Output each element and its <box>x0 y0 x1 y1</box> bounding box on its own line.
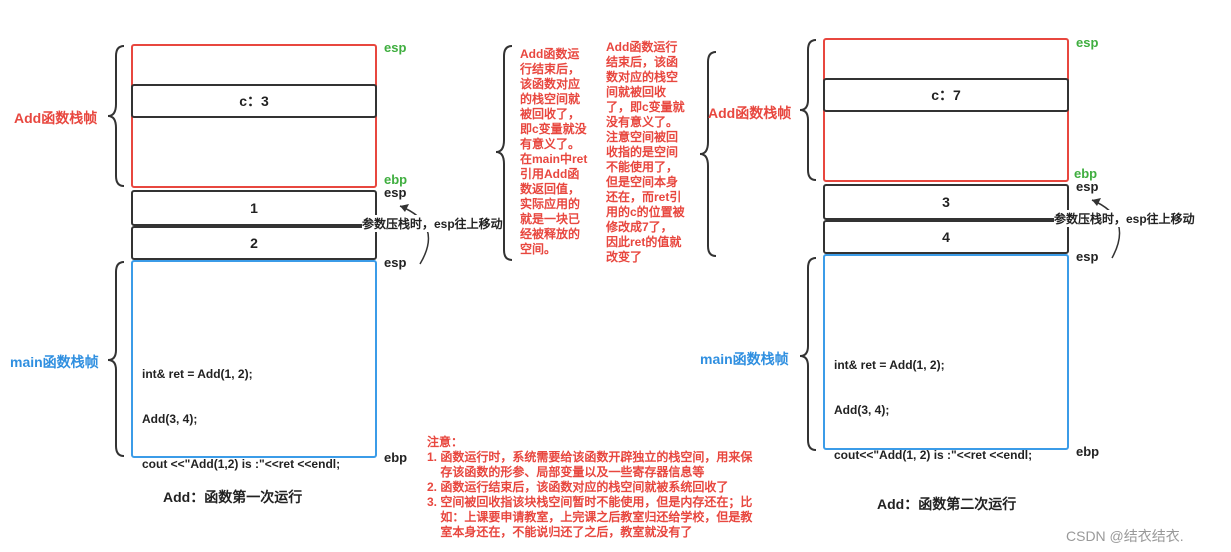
note-line: 数对应的栈空 <box>606 70 679 84</box>
notes-item: 存该函数的形参、局部变量以及一些寄存器信息等 <box>427 465 705 479</box>
right-arg1-slot: 3 <box>823 184 1069 220</box>
note-line: 因此ret的值就 <box>606 235 682 249</box>
left-add-brace <box>107 45 125 187</box>
note-line: 有意义了。 <box>520 137 581 151</box>
note-line: 了，即c变量就 <box>606 100 685 114</box>
left-var-c: c：3 <box>131 84 377 118</box>
right-ebp-mid-label: ebp <box>1074 166 1098 181</box>
right-ebp-bottom-label: ebp <box>1076 444 1100 459</box>
note-line: 被回收了， <box>520 107 581 121</box>
note-line: 引用Add函 <box>520 167 580 181</box>
note-line: 空间。 <box>520 242 557 256</box>
right-esp-mid-label: esp <box>1076 179 1099 194</box>
middle-note-col2: Add函数运行 结束后，该函 数对应的栈空 间就被回收 了，即c变量就 没有意义… <box>606 40 685 265</box>
middle-brace-2 <box>699 51 717 257</box>
notes-title: 注意： <box>427 435 464 449</box>
notes-item: 室本身还在，不能说归还了之后，教室就没有了 <box>427 525 693 539</box>
right-var-c: c：7 <box>823 78 1069 112</box>
note-line: 该函数对应 <box>520 77 581 91</box>
middle-note-col1: Add函数运 行结束后， 该函数对应 的栈空间就 被回收了， 即c变量就没 有意… <box>520 47 587 257</box>
note-line: 数返回值， <box>520 182 581 196</box>
note-line: 但是空间本身 <box>606 175 679 189</box>
right-add-frame-label: Add函数栈帧 <box>708 105 792 121</box>
right-main-frame-label: main函数栈帧 <box>700 351 789 367</box>
left-arg2-slot: 2 <box>131 226 377 260</box>
note-line: 间就被回收 <box>606 85 667 99</box>
note-line: 结束后，该函 <box>606 55 679 69</box>
left-ebp-mid-label: ebp <box>384 172 408 187</box>
bottom-notes: 注意： 1. 函数运行时，系统需要给该函数开辟独立的栈空间，用来保 存该函数的形… <box>427 435 752 540</box>
csdn-watermark: CSDN @结衣结衣. <box>1066 528 1184 544</box>
right-code-line: Add(3, 4); <box>834 403 890 417</box>
note-line: 改变了 <box>606 250 643 264</box>
note-line: 即c变量就没 <box>520 122 587 136</box>
left-arrow-head <box>400 204 409 212</box>
middle-brace-1 <box>495 45 513 261</box>
left-arg1-slot: 1 <box>131 190 377 226</box>
right-add-brace <box>799 39 817 181</box>
right-code-block: int& ret = Add(1, 2); Add(3, 4); cout<<"… <box>834 328 1032 493</box>
right-caption: Add：函数第二次运行 <box>877 496 1017 512</box>
note-line: Add函数运 <box>520 47 580 61</box>
right-arg2-slot: 4 <box>823 220 1069 254</box>
left-main-frame-label: main函数栈帧 <box>10 354 99 370</box>
note-line: 用的c的位置被 <box>606 205 685 219</box>
left-code-line: cout <<"Add(1,2) is :"<<ret <<endl; <box>142 457 341 471</box>
note-line: 修改成7了， <box>606 220 673 234</box>
note-line: 就是一块已 <box>520 212 581 226</box>
note-line: 还在，而ret引 <box>606 190 682 204</box>
left-main-brace <box>107 261 125 457</box>
note-line: 在main中ret <box>520 152 588 166</box>
right-code-line: int& ret = Add(1, 2); <box>834 358 945 372</box>
right-main-frame-box: int& ret = Add(1, 2); Add(3, 4); cout<<"… <box>823 254 1069 462</box>
notes-item: 2. 函数运行结束后，该函数对应的栈空间就被系统回收了 <box>427 480 729 494</box>
right-esp-top-label: esp <box>1076 35 1099 50</box>
left-code-block: int& ret = Add(1, 2); Add(3, 4); cout <<… <box>142 337 340 502</box>
left-code-line: int& ret = Add(1, 2); <box>142 367 253 381</box>
left-main-frame-box: int& ret = Add(1, 2); Add(3, 4); cout <<… <box>131 260 377 471</box>
right-push-note: 参数压栈时，esp往上移动 <box>1054 210 1195 227</box>
left-esp-top-label: esp <box>384 40 407 55</box>
note-line: Add函数运行 <box>606 40 678 54</box>
note-line: 收指的是空间 <box>606 145 679 159</box>
notes-item: 如：上课要申请教室，上完课之后教室归还给学校，但是教 <box>427 510 753 524</box>
note-line: 实际应用的 <box>520 197 581 211</box>
left-esp-mid-label: esp <box>384 185 407 200</box>
left-add-frame-label: Add函数栈帧 <box>14 110 98 126</box>
right-arrow-head <box>1092 198 1101 206</box>
left-esp-low-label: esp <box>384 255 407 270</box>
note-line: 行结束后， <box>520 62 581 76</box>
note-line: 没有意义了。 <box>606 115 679 129</box>
notes-item: 1. 函数运行时，系统需要给该函数开辟独立的栈空间，用来保 <box>427 450 753 464</box>
note-line: 注意空间被回 <box>606 130 679 144</box>
right-esp-low-label: esp <box>1076 249 1099 264</box>
left-push-note: 参数压栈时，esp往上移动 <box>362 215 503 232</box>
note-line: 不能使用了， <box>606 160 679 174</box>
left-code-line: Add(3, 4); <box>142 412 198 426</box>
left-caption: Add：函数第一次运行 <box>163 489 303 505</box>
note-line: 经被释放的 <box>520 227 581 241</box>
note-line: 的栈空间就 <box>520 92 581 106</box>
notes-item: 3. 空间被回收指该块栈空间暂时不能使用，但是内存还在；比 <box>427 495 753 509</box>
right-main-brace <box>799 257 817 451</box>
left-ebp-bottom-label: ebp <box>384 450 408 465</box>
right-code-line: cout<<"Add(1, 2) is :"<<ret <<endl; <box>834 448 1033 462</box>
